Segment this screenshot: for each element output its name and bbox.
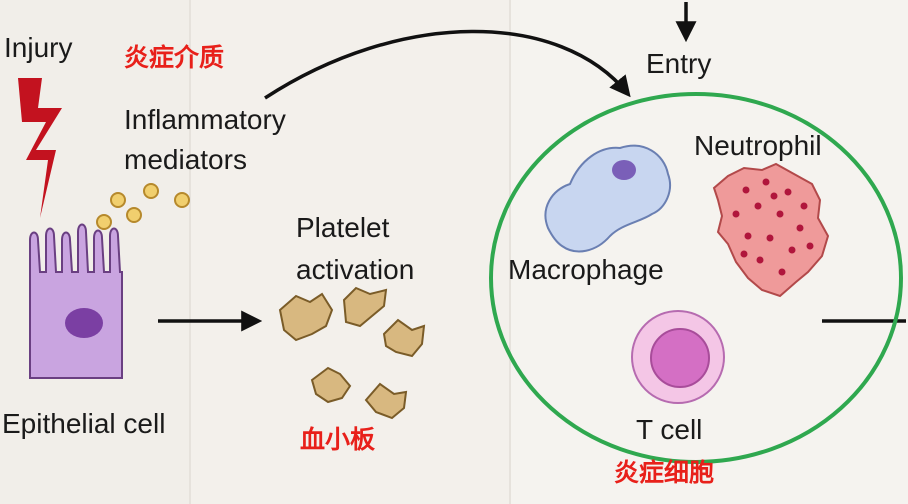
epithelial-nucleus: [65, 308, 103, 338]
epithelial-cell-illustration: [29, 223, 123, 379]
platelet-chinese-label: 血小板: [300, 425, 376, 454]
mediators-chinese-label: 炎症介质: [124, 43, 225, 72]
panel-platelet: [190, 0, 510, 504]
mediators-label-line2: mediators: [124, 144, 247, 175]
platelet: [364, 382, 408, 420]
platelet: [342, 286, 388, 328]
platelet: [310, 366, 352, 404]
inflammatory-cells-chinese-label: 炎症细胞: [614, 458, 715, 487]
injury-label: Injury: [4, 32, 73, 63]
epithelial-cell-label: Epithelial cell: [2, 408, 166, 439]
platelets: [278, 286, 426, 420]
platelet-label-line2: activation: [296, 254, 415, 285]
platelet: [382, 318, 426, 358]
t-cell-illustration: [631, 310, 725, 404]
mediators-label-line1: Inflammatory: [124, 104, 286, 135]
platelet-label-line1: Platelet: [296, 212, 390, 243]
neutrophil-illustration: [712, 162, 830, 298]
platelet: [278, 292, 334, 342]
panel-divider: [509, 0, 511, 504]
mediator-dot: [143, 183, 159, 199]
mediator-dot: [174, 192, 190, 208]
t-cell-nucleus: [650, 328, 710, 388]
entry-label: Entry: [646, 48, 712, 79]
mediator-dot: [96, 214, 112, 230]
mediator-dots: [96, 183, 190, 230]
t-cell-label: T cell: [636, 414, 703, 445]
mediator-to-entry-arrow: [264, 29, 631, 100]
panel-divider: [189, 0, 191, 504]
macrophage-nucleus: [612, 160, 636, 180]
mediator-dot: [110, 192, 126, 208]
injury-lightning-icon: [18, 78, 62, 218]
mediator-dot: [126, 207, 142, 223]
macrophage-label: Macrophage: [508, 254, 664, 285]
inflammatory-cells-ellipse: [489, 92, 903, 464]
macrophage-illustration: [544, 144, 671, 253]
neutrophil-label: Neutrophil: [694, 130, 822, 161]
